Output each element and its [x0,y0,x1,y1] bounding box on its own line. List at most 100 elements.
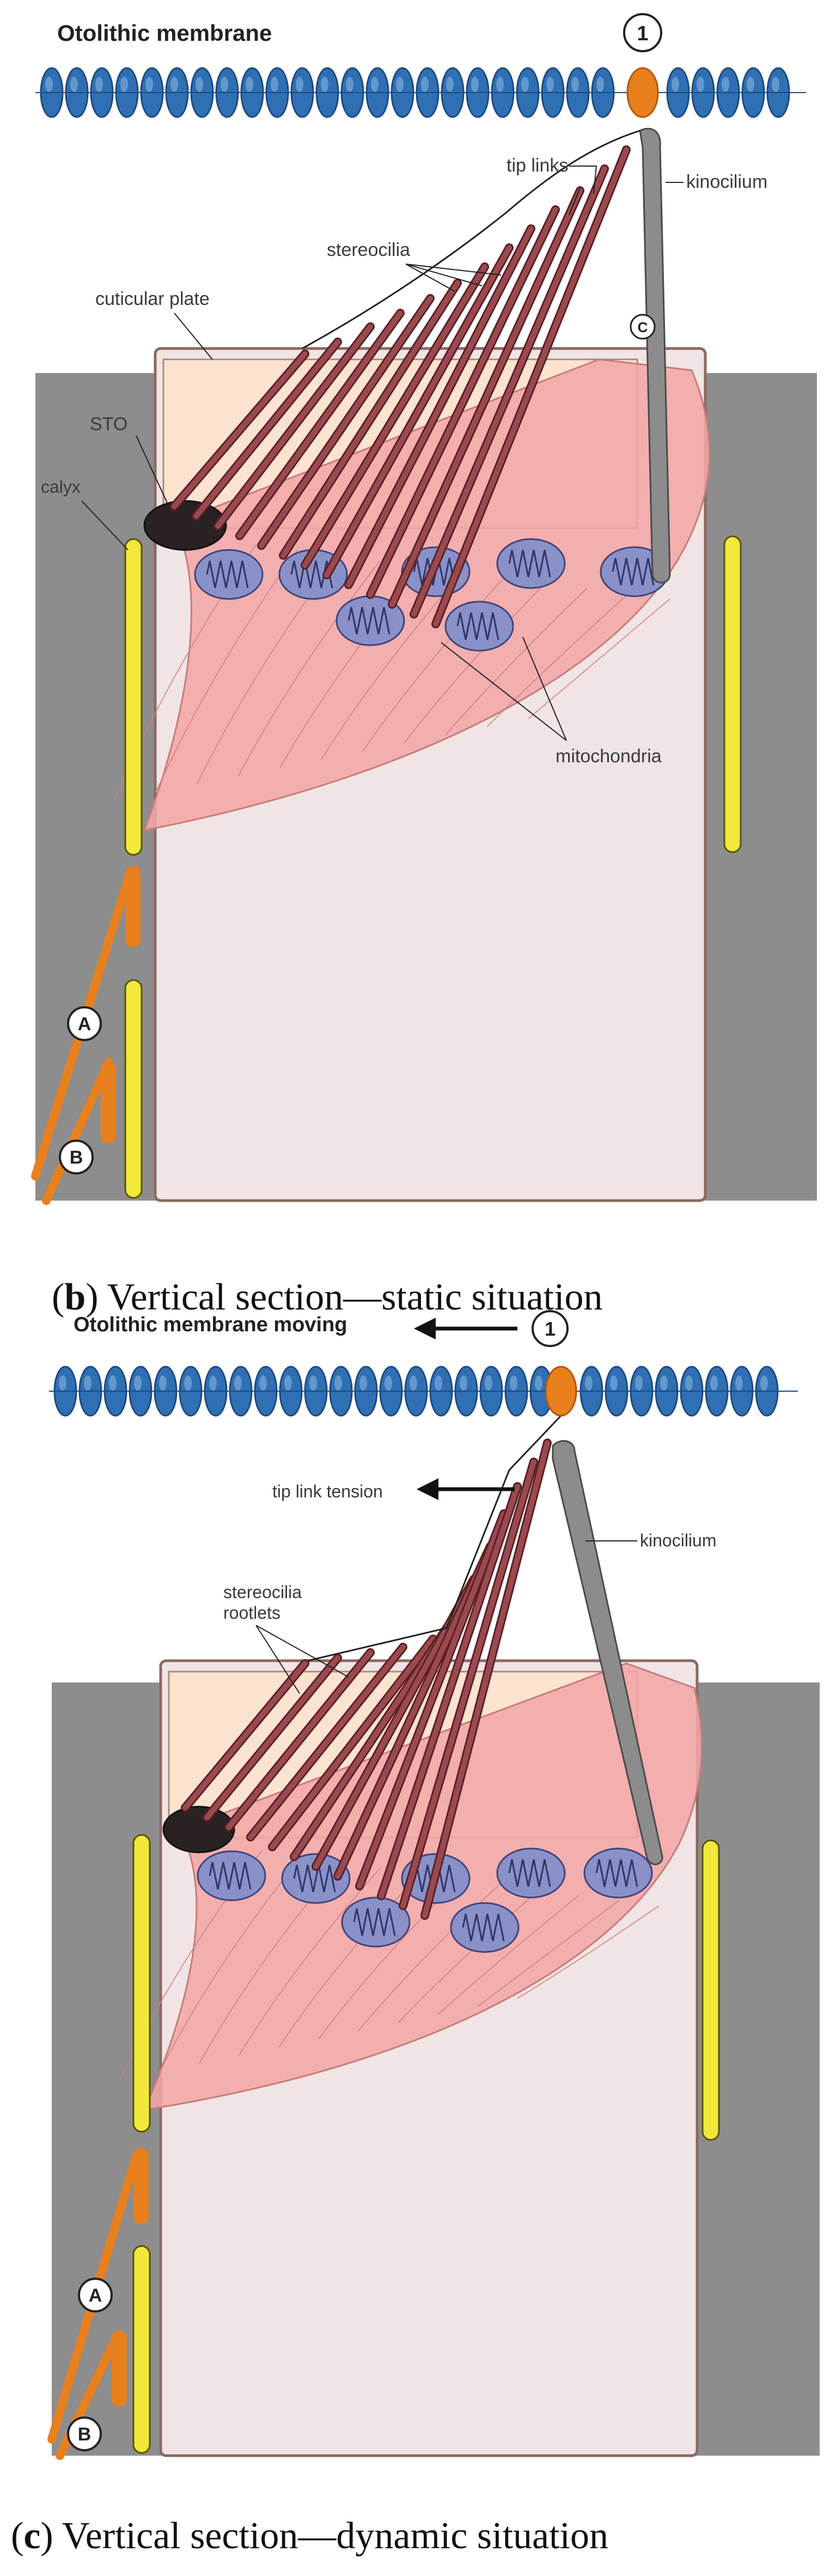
kinocilium [639,127,671,584]
stereocilium [172,351,308,509]
marker-1-bead [626,67,659,118]
stereocilium [379,1484,520,1899]
caption-c-letter: c [23,2515,40,2557]
membrane-bead-highlight [435,1375,442,1391]
membrane-bead-highlight [145,77,153,92]
membrane-bead-highlight [610,1375,618,1391]
membrane-bead-highlight [535,1375,542,1391]
stereocilium [182,1661,308,1810]
mitochondrion-cristae [508,549,551,578]
tip-links-label: tip links [507,155,568,176]
membrane-bead-highlight [184,1375,192,1391]
stereocilium [389,188,583,607]
membrane-motion-arrowhead [414,1318,436,1339]
stereocilium [422,1440,550,1918]
membrane-moving-title: Otolithic membrane moving [74,1313,347,1336]
membrane-bead-highlight [471,77,479,92]
kinocilium-label: kinocilium [640,1531,716,1550]
stereocilium [411,166,607,617]
nerve-fiber-b [42,1057,113,1205]
membrane-bead-highlight [159,1375,167,1391]
membrane-bead-highlight [660,1375,668,1391]
marker-a-label: A [89,2285,102,2306]
support-tissue-left [35,373,166,1201]
calyx-right [723,535,742,853]
mitochondrion-cristae [595,1859,638,1887]
membrane-bead-highlight [221,77,228,92]
mitochondrion-cristae [456,612,499,640]
marker-a-label: A [78,1014,91,1035]
mitochondrion-cristae [206,560,249,589]
membrane-bead-highlight [410,1375,417,1391]
mitochondria-leader [441,637,567,741]
calyx-left-upper [132,1834,151,2133]
tip-link-tension-label: tip link tension [272,1482,383,1501]
membrane-bead-highlight [309,1375,317,1391]
cuticular-plate-leader [174,313,213,360]
calyx-left-lower [124,979,143,1199]
membrane-bead-highlight [496,77,504,92]
panel-b-static: C Otolithic membrane 1 tip links kinocil… [31,13,817,1318]
nerve-terminal-b [112,2330,127,2407]
membrane-bead-highlight [772,77,779,92]
otolithic-membrane-beads [35,67,806,118]
rootlet-fiber-line [398,1889,540,2023]
membrane-bead-highlight [722,77,729,92]
rootlet-fiber-line [155,549,298,793]
stereocilium [302,264,487,568]
membrane-bead-highlight [396,77,404,92]
rootlets-leader [255,1625,349,1694]
stereocilium [215,324,373,529]
membrane-bead-highlight [510,1375,517,1391]
membrane-bead-highlight [334,1375,342,1391]
membrane-bead-highlight [359,1375,367,1391]
mitochondrion-cristae [462,1913,505,1942]
membrane-bead-highlight [460,1375,467,1391]
membrane-bead-highlight [346,77,353,92]
marker-b-label: B [70,1147,83,1168]
rootlet-fiber-line [437,1894,580,2015]
marker-1-label: 1 [637,22,648,45]
stereocilium [193,339,340,519]
membrane-bead-highlight [371,77,379,92]
mitochondrion-cristae [293,1864,336,1893]
marker-a-circle [78,2278,113,2312]
marker-b-circle [67,2416,102,2451]
mitochondria-group [197,1847,653,1953]
membrane-bead-highlight [421,77,429,92]
stereocilium [259,296,433,548]
stereocilium [204,1655,340,1820]
caption-b-letter: b [64,1276,86,1318]
marker-c-circle [630,314,656,340]
mitochondrion-cristae [612,558,655,586]
membrane-bead-highlight [95,77,103,92]
mitochondrion-cristae [209,1862,252,1890]
mitochondrion-cristae [413,558,456,586]
mitochondrion-cristae [347,607,390,635]
membrane-bead-highlight [672,77,679,92]
rootlet-fiber-line [477,1900,620,2007]
membrane-bead-highlight [521,77,529,92]
calyx-right [701,1839,720,2141]
sto-label: STO [90,414,127,435]
mitochondrion-cristae [508,1859,551,1887]
rootlet-fiber-line [159,1856,302,2072]
calyx-left-lower [132,2245,151,2454]
caption-b-text: ) Vertical section—static situation [86,1276,602,1318]
membrane-bead-highlight [446,77,454,92]
membrane-bead-highlight [735,1375,743,1391]
membrane-bead-highlight [685,1375,693,1391]
rootlet-fiber-line [238,560,381,776]
stereocilium [400,1459,536,1908]
membrane-bead-highlight [59,1375,66,1391]
rootlet-fiber-line [404,582,546,744]
sto-body [143,500,227,551]
marker-1-circle [532,1310,569,1347]
rootlet-fiber-line [239,1867,381,2056]
stereocilium [335,1544,493,1879]
membrane-bead-highlight [196,77,203,92]
membrane-bead-highlight [134,1375,142,1391]
stereocilium [368,207,558,597]
membrane-bead-highlight [321,77,328,92]
membrane-bead-highlight [485,1375,492,1391]
